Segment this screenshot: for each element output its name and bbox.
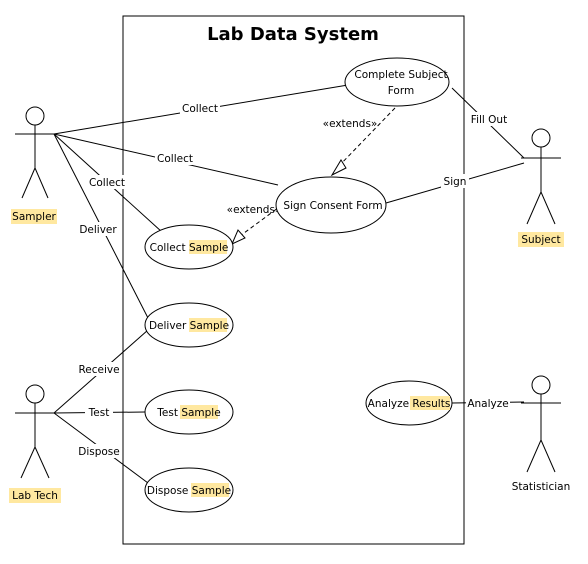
label-dispose: Dispose bbox=[78, 446, 120, 458]
actor-lab-tech[interactable] bbox=[15, 384, 55, 479]
actor-head bbox=[531, 375, 551, 395]
actor-label-subject: Subject bbox=[521, 234, 560, 246]
use-case-sign-consent[interactable]: Sign Consent Form bbox=[275, 176, 387, 234]
actor-label-sampler: Sampler bbox=[12, 211, 56, 223]
extends-relations bbox=[231, 107, 396, 245]
association-lines bbox=[53, 84, 525, 484]
highlight bbox=[180, 405, 218, 419]
label-collect-consent: Collect bbox=[157, 153, 193, 165]
extends-line-form-to-sign bbox=[336, 107, 396, 169]
use-case-label: Collect Sample bbox=[150, 242, 229, 254]
use-case-label: Test Sample bbox=[156, 407, 220, 419]
label-test: Test bbox=[88, 407, 110, 419]
system-boundary bbox=[122, 15, 465, 545]
label-receive: Receive bbox=[78, 364, 119, 376]
extends-line-sign-to-collect bbox=[239, 204, 283, 237]
use-case-complete-form[interactable]: Complete Subject Form bbox=[344, 57, 450, 107]
label-collect-form: Collect bbox=[182, 103, 218, 115]
use-case-dispose-sample[interactable]: Dispose Sample bbox=[144, 467, 234, 513]
extends-arrowhead-collect bbox=[231, 229, 246, 245]
use-case-collect-sample[interactable]: Collect Sample bbox=[144, 224, 234, 270]
actor-head bbox=[25, 106, 45, 126]
label-deliver: Deliver bbox=[79, 224, 117, 236]
use-case-test-sample[interactable]: Test Sample bbox=[144, 389, 234, 435]
use-case-ellipse bbox=[144, 467, 234, 513]
highlight bbox=[191, 483, 229, 497]
use-case-ellipse bbox=[275, 176, 387, 234]
extends-arrowhead-sign bbox=[330, 159, 347, 177]
highlight bbox=[189, 318, 227, 332]
actor-head bbox=[25, 384, 45, 404]
actor-label-lab-tech: Lab Tech bbox=[12, 490, 58, 502]
actor-label-highlight bbox=[518, 232, 564, 247]
highlight bbox=[189, 240, 227, 254]
use-case-label: Deliver Sample bbox=[149, 320, 229, 332]
use-case-deliver-sample[interactable]: Deliver Sample bbox=[144, 302, 234, 348]
use-case-label: Dispose Sample bbox=[147, 485, 231, 497]
extends-label-form: «extends» bbox=[323, 118, 378, 130]
extends-label-collect: «extends» bbox=[227, 204, 282, 216]
actor-label-highlight bbox=[11, 209, 57, 224]
label-sign: Sign bbox=[444, 176, 467, 188]
label-analyze: Analyze bbox=[467, 398, 508, 410]
association-labels: Collect Collect Collect Deliver Fill Out… bbox=[76, 101, 511, 458]
highlight bbox=[410, 396, 450, 410]
actor-head bbox=[531, 128, 551, 148]
use-case-label: Sign Consent Form bbox=[283, 200, 382, 212]
label-collect-sample: Collect bbox=[89, 177, 125, 189]
system-title: Lab Data System bbox=[207, 24, 379, 45]
use-case-label-line2: Form bbox=[388, 85, 414, 97]
use-case-label-line1: Complete Subject bbox=[354, 69, 447, 81]
actor-statistician[interactable] bbox=[521, 375, 561, 473]
use-case-ellipse bbox=[344, 57, 450, 107]
use-case-ellipse bbox=[365, 380, 453, 426]
use-case-analyze-results[interactable]: Analyze Results bbox=[365, 380, 453, 426]
actor-subject[interactable] bbox=[521, 128, 561, 225]
actor-label-highlight bbox=[9, 488, 61, 503]
use-case-label: Analyze Results bbox=[368, 398, 451, 410]
label-fill-out: Fill Out bbox=[471, 114, 507, 126]
actor-sampler[interactable] bbox=[15, 106, 55, 199]
actor-label-statistician: Statistician bbox=[512, 481, 571, 493]
